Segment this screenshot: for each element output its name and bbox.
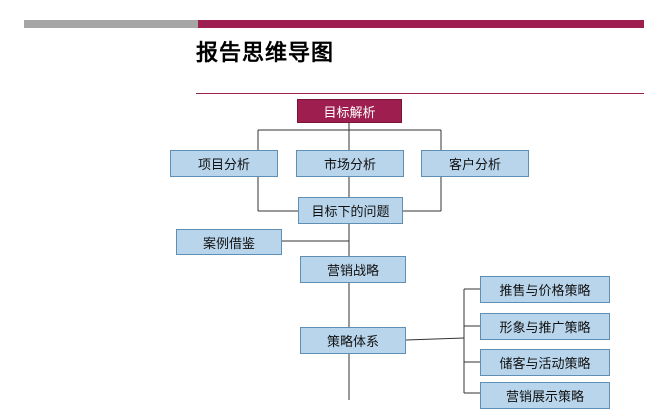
header-accent-bar (198, 20, 644, 28)
connector-strategy-out (405, 337, 465, 341)
node-customer-analysis: 客户分析 (421, 150, 529, 177)
node-case-reference: 案例借鉴 (176, 229, 282, 255)
header-gray-bar (24, 20, 198, 28)
node-market-analysis: 市场分析 (296, 150, 404, 177)
connector-lines (257, 123, 480, 400)
node-image-promotion-strategy: 形象与推广策略 (480, 313, 610, 340)
node-reserve-activity-strategy: 储客与活动策略 (480, 349, 610, 376)
node-project-analysis: 项目分析 (170, 150, 278, 177)
page-title: 报告思维导图 (196, 41, 335, 66)
title-divider (196, 93, 644, 94)
node-display-strategy: 营销展示策略 (480, 382, 610, 409)
node-strategy-system: 策略体系 (300, 327, 406, 354)
node-sales-pricing-strategy: 推售与价格策略 (480, 276, 610, 303)
node-marketing-strategy: 营销战略 (300, 256, 406, 283)
node-goal-analysis: 目标解析 (297, 99, 402, 123)
node-goal-problems: 目标下的问题 (298, 197, 403, 224)
